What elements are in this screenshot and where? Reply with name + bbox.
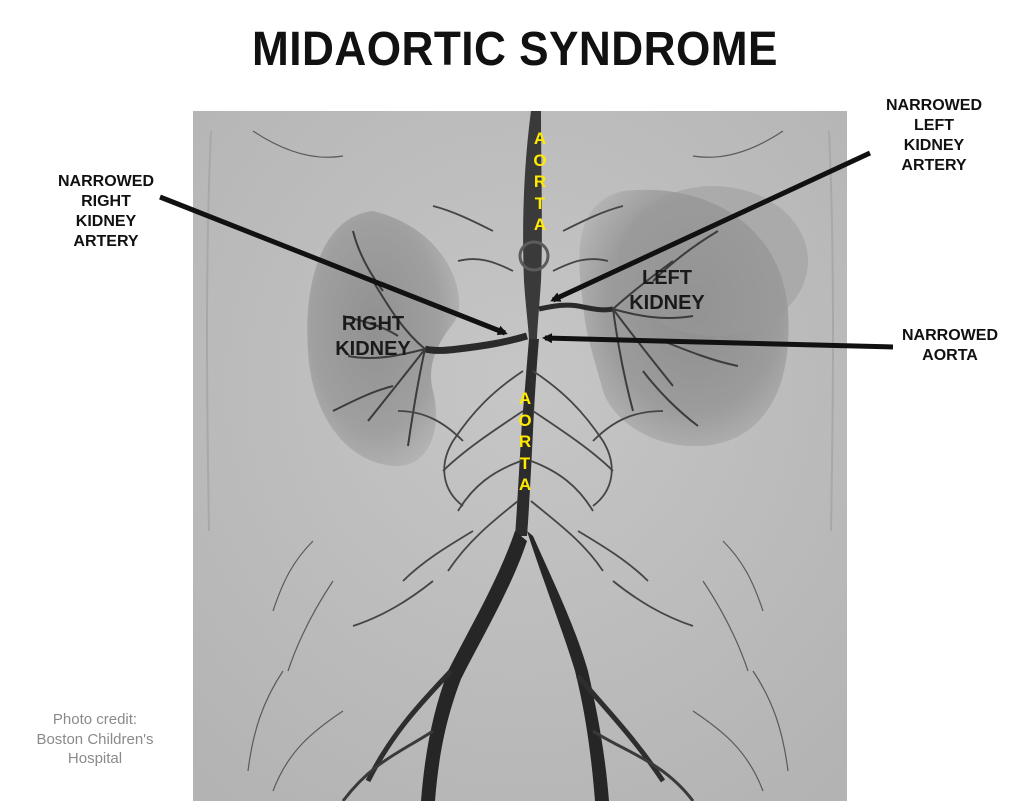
aorta-label-upper: A O R T A xyxy=(533,129,547,235)
page-title: MIDAORTIC SYNDROME xyxy=(252,23,778,76)
angiogram-image xyxy=(193,111,847,801)
arrow-narrowed-aorta xyxy=(542,333,894,350)
arrow-left-kidney-artery xyxy=(550,150,872,303)
label-right-kidney: RIGHT KIDNEY xyxy=(335,313,411,360)
label-narrowed-aorta: NARROWED AORTA xyxy=(902,327,998,365)
label-narrowed-left-kidney-artery: NARROWED LEFT KIDNEY ARTERY xyxy=(886,97,982,175)
photo-credit: Photo credit: Boston Children's Hospital xyxy=(36,711,154,767)
label-left-kidney: LEFT KIDNEY xyxy=(629,267,705,314)
aorta-label-lower: A O R T A xyxy=(518,389,532,495)
label-narrowed-right-kidney-artery: NARROWED RIGHT KIDNEY ARTERY xyxy=(58,173,154,251)
arrow-right-kidney-artery xyxy=(159,194,508,336)
